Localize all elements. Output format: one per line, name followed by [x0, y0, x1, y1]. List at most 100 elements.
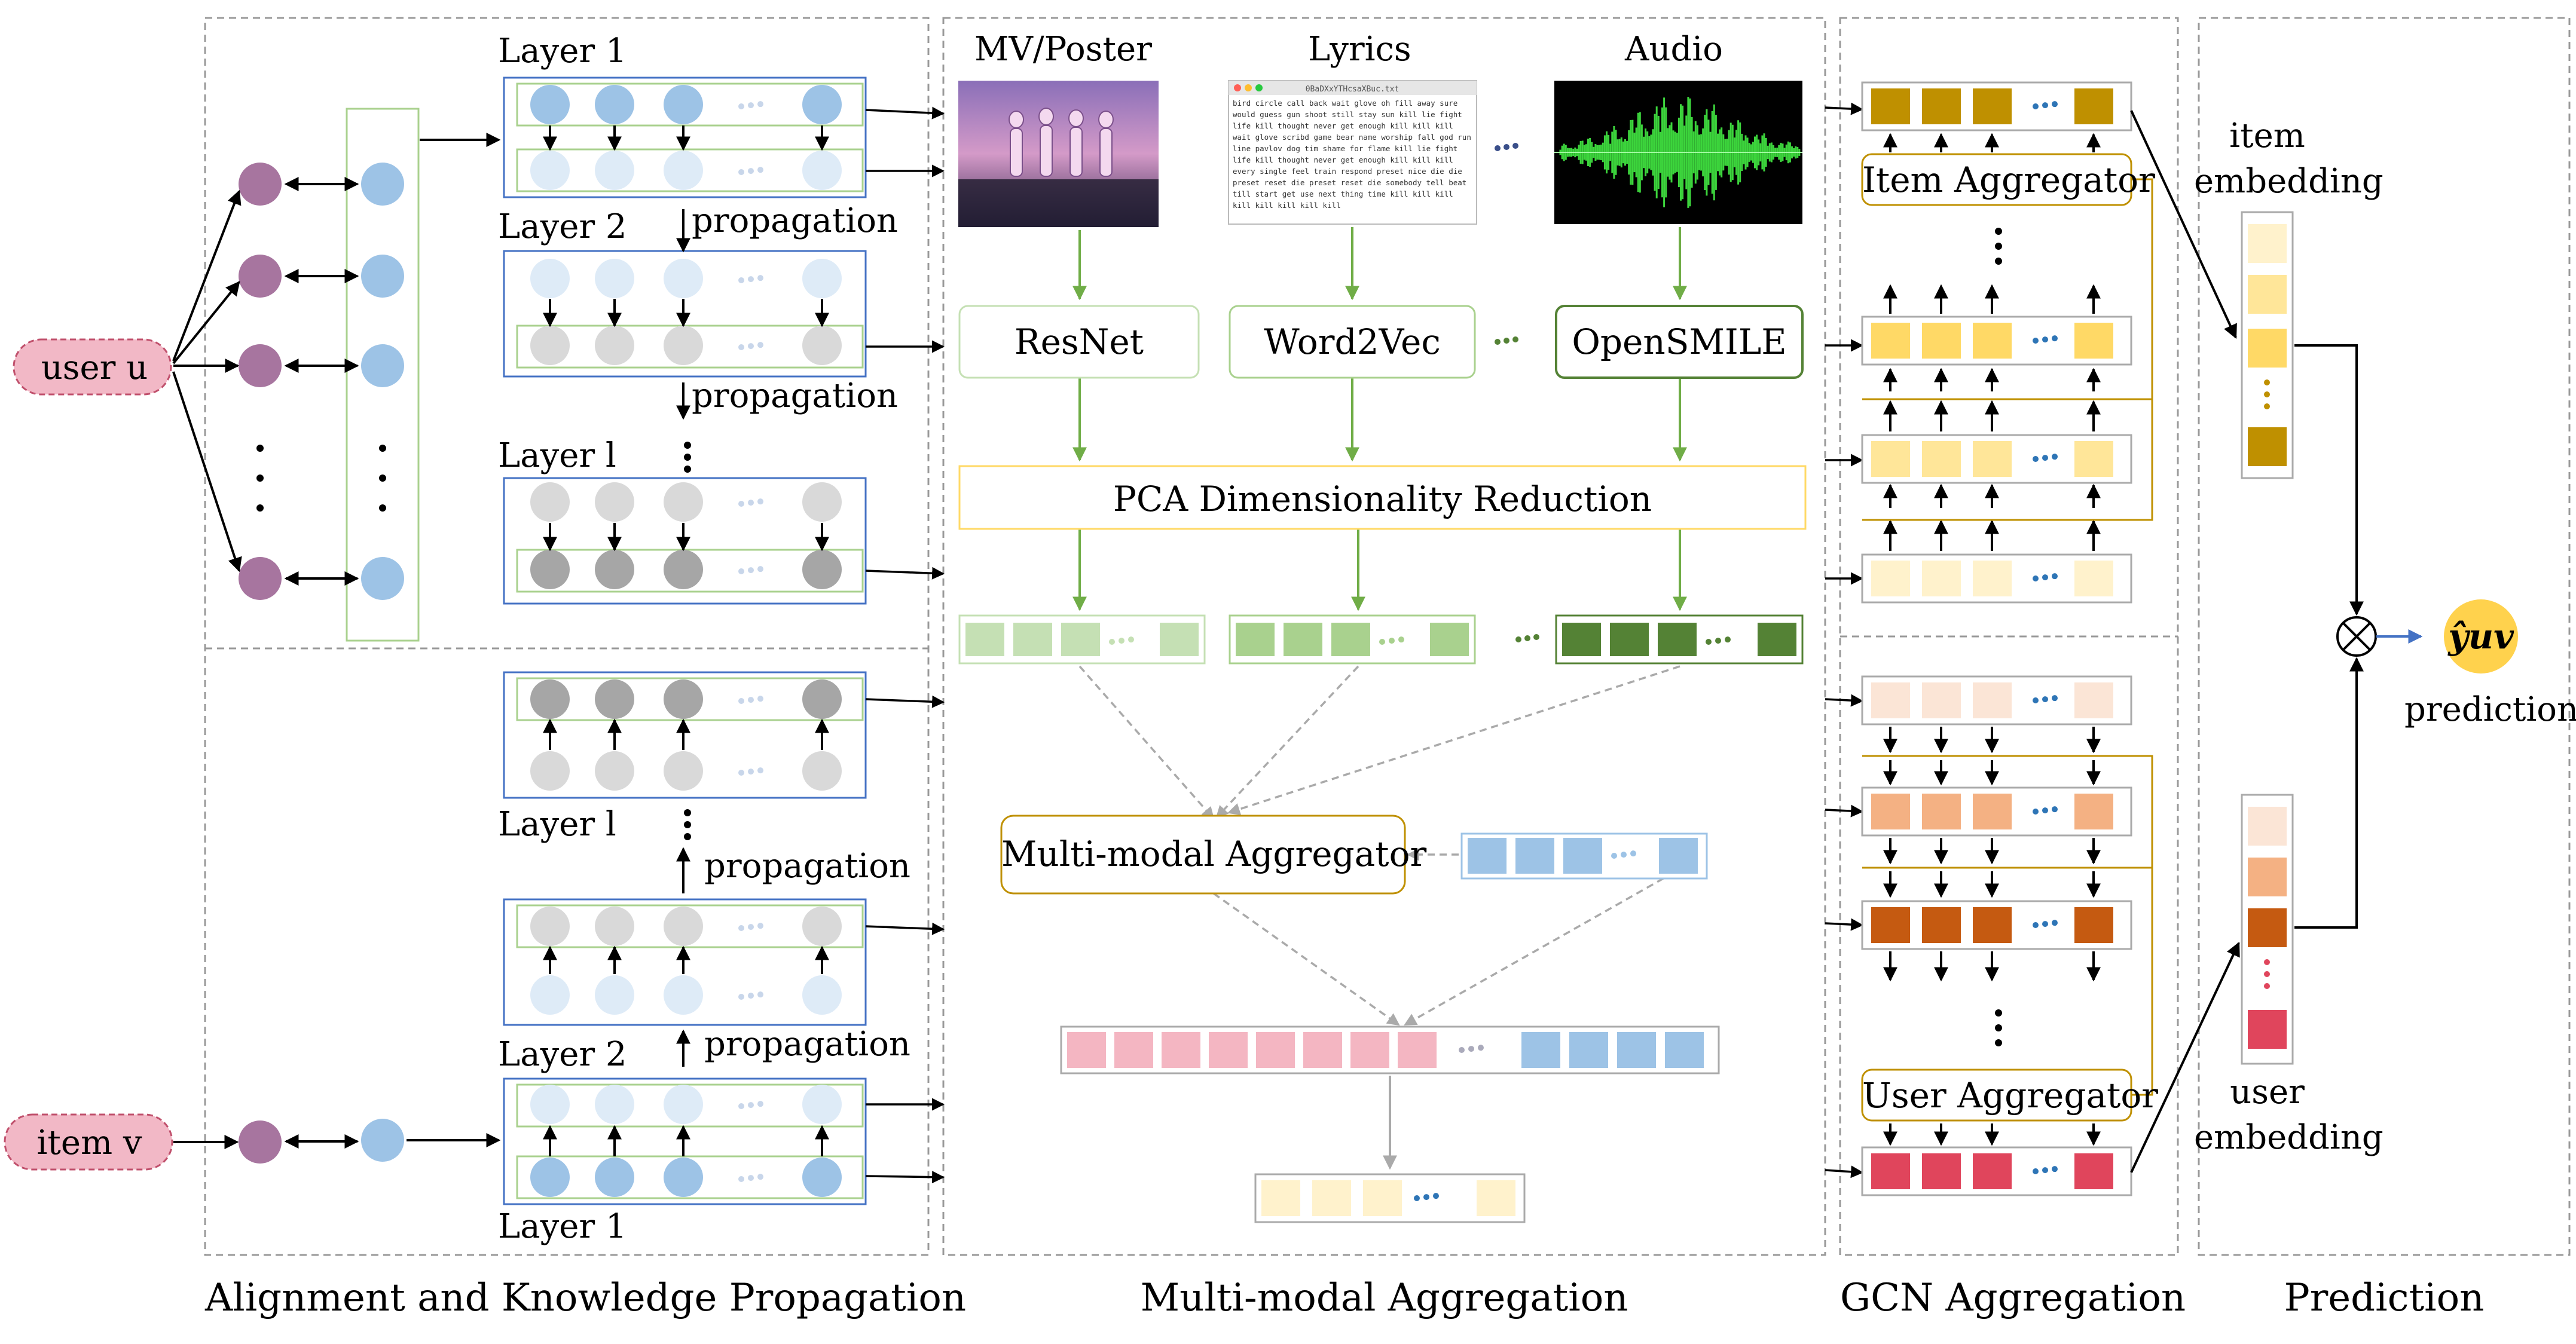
graph-node [664, 482, 703, 522]
graph-node [530, 1158, 570, 1197]
graph-node [530, 151, 570, 190]
gcn-cell [1922, 1153, 1961, 1189]
item-embedding-line1: item [2229, 117, 2305, 155]
lyrics-line: bird circle call back wait glove oh fill… [1233, 99, 1457, 108]
gcn-cell [1871, 794, 1910, 829]
vector-cell [1665, 1032, 1704, 1068]
lyrics-line: life kill thought never get enough kill … [1233, 121, 1453, 130]
multimodal-aggregator-label: Multi-modal Aggregator [1001, 834, 1427, 874]
gcn-cell [1973, 794, 2012, 829]
graph-node [802, 259, 842, 298]
gcn-cell [2074, 88, 2113, 124]
gcn-cell [1922, 561, 1961, 596]
graph-node [664, 679, 703, 719]
gcn-cell [2074, 682, 2113, 718]
gcn-cell [1922, 441, 1961, 477]
graph-node [530, 975, 570, 1015]
user-aggregator-label: User Aggregator [1862, 1075, 2158, 1116]
graph-node [530, 679, 570, 719]
gcn-cell [2074, 323, 2113, 359]
gcn-cell [1973, 88, 2012, 124]
feature-vectors [958, 614, 1804, 665]
gcn-cell [1871, 323, 1910, 359]
vector-cell [1521, 1032, 1560, 1068]
gcn-cell [2074, 441, 2113, 477]
gcn-cell [1922, 88, 1961, 124]
graph-node [664, 151, 703, 190]
pca-box [958, 465, 1807, 530]
concat-cells [1067, 1032, 1704, 1068]
graph-node [664, 259, 703, 298]
prediction-output-symbol: ŷuv [2447, 616, 2514, 657]
pca-label: PCA Dimensionality Reduction [1113, 479, 1652, 519]
user-graph [13, 108, 501, 642]
graph-node [664, 550, 703, 589]
vector-cell [1256, 1032, 1295, 1068]
gcn-cell [1922, 907, 1961, 943]
graph-node [664, 326, 703, 365]
vector-cell [1331, 623, 1370, 656]
gcn-cell [1922, 682, 1961, 718]
item-node-label: item v [36, 1123, 142, 1162]
graph-node [664, 85, 703, 124]
item-embedding-label: item embedding [2194, 114, 2384, 204]
aggregator-input-cells [1468, 838, 1698, 874]
vector-cell [1114, 1032, 1153, 1068]
graph-node [530, 85, 570, 124]
vector-cell [1468, 838, 1507, 874]
gcn-cell [1871, 441, 1910, 477]
lyrics-line: line pavlov dog tim shame for flame kill… [1233, 144, 1457, 153]
gcn-cell [2074, 907, 2113, 943]
graph-node [595, 259, 634, 298]
gcn-cell [1871, 682, 1910, 718]
vector-cell [1209, 1032, 1248, 1068]
gcn-cell [2074, 794, 2113, 829]
gcn-cell [1871, 561, 1910, 596]
lyrics-line: would guess gun shoot still stay sun kil… [1233, 110, 1462, 119]
gcn-cell [1973, 323, 2012, 359]
graph-node [664, 1085, 703, 1124]
graph-node [595, 751, 634, 791]
section-title-multimodal: Multi-modal Aggregation [1140, 1276, 1628, 1320]
graph-node [664, 907, 703, 946]
lyrics-document: 0BaDXxYTHcsaXBuc.txt bird circle call ba… [1228, 80, 1477, 225]
graph-node [802, 907, 842, 946]
user-embedding-line1: user [2230, 1073, 2305, 1112]
vector-cell [1610, 623, 1649, 656]
lyrics-line: life kill thought never get enough kill … [1233, 155, 1453, 164]
lyrics-label: Lyrics [1308, 30, 1411, 69]
gcn-cell [1871, 907, 1910, 943]
layer-to-multimodal-arrows [865, 106, 945, 1184]
audio-waveform [1554, 81, 1802, 224]
layerl-top-label: Layer l [498, 436, 616, 475]
lyrics-line: wait glove scribd game bear name worship… [1233, 133, 1471, 142]
lyrics-line: kill kill kill kill kill [1233, 201, 1341, 210]
gcn-cell [1922, 794, 1961, 829]
modal-ellipsis [1495, 143, 1518, 151]
graph-node [595, 326, 634, 365]
layer-boxes-item [503, 671, 867, 1205]
vector-cell [1477, 1180, 1515, 1216]
vector-cell [1363, 1180, 1402, 1216]
prediction-panel: ŷuv [2130, 110, 2518, 1173]
graph-node [802, 679, 842, 719]
section-frames [204, 17, 2571, 1256]
graph-node [595, 1085, 634, 1124]
section-title-prediction: Prediction [2284, 1276, 2485, 1320]
user-layer-nodes [530, 85, 842, 589]
vector-cell [1350, 1032, 1389, 1068]
graph-node [802, 1158, 842, 1197]
graph-node [530, 259, 570, 298]
vector-cell [1430, 623, 1469, 656]
item-graph [4, 1113, 501, 1171]
vector-cell [1013, 623, 1052, 656]
graph-node [530, 550, 570, 589]
graph-node [595, 151, 634, 190]
gcn-cell [1973, 441, 2012, 477]
graph-node [802, 550, 842, 589]
vector-cell [1398, 1032, 1437, 1068]
vector-cell [1162, 1032, 1200, 1068]
graph-node [595, 975, 634, 1015]
gcn-cell [2074, 561, 2113, 596]
